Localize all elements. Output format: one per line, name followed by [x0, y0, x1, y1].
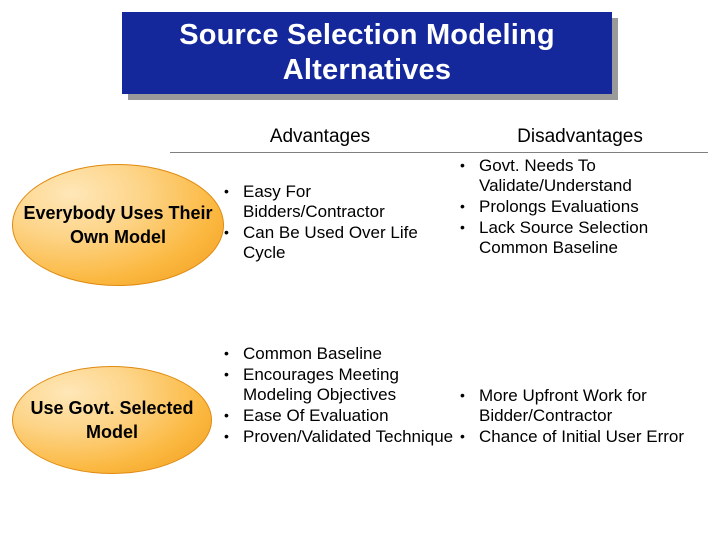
- title-banner: Source Selection Modeling Alternatives: [122, 12, 612, 94]
- list-item: Prolongs Evaluations: [458, 197, 714, 217]
- ellipse-label: Use Govt. Selected Model: [30, 397, 194, 442]
- list-item: Common Baseline: [222, 344, 458, 364]
- column-header-disadvantages: Disadvantages: [517, 126, 643, 147]
- list-item: Lack Source Selection Common Baseline: [458, 218, 714, 258]
- advantages-list-row-2: Common Baseline Encourages Meeting Model…: [222, 344, 458, 448]
- disadvantages-list-row-1: Govt. Needs To Validate/Understand Prolo…: [458, 156, 714, 259]
- column-header-advantages: Advantages: [269, 126, 371, 147]
- page-title: Source Selection Modeling Alternatives: [179, 18, 555, 86]
- list-item: Ease Of Evaluation: [222, 406, 458, 426]
- list-item: Can Be Used Over Life Cycle: [222, 223, 452, 263]
- ellipse-label: Everybody Uses Their Own Model: [23, 202, 213, 247]
- row-label-ellipse-use-govt-selected-model: Use Govt. Selected Model: [12, 366, 212, 474]
- list-item: Easy For Bidders/Contractor: [222, 182, 452, 222]
- list-item: More Upfront Work for Bidder/Contractor: [458, 386, 714, 426]
- advantages-list-row-1: Easy For Bidders/Contractor Can Be Used …: [222, 182, 452, 264]
- row-label-ellipse-everybody-uses-their-own-model: Everybody Uses Their Own Model: [12, 164, 224, 286]
- header-divider: [170, 152, 708, 153]
- list-item: Proven/Validated Technique: [222, 427, 458, 447]
- disadvantages-list-row-2: More Upfront Work for Bidder/Contractor …: [458, 386, 714, 448]
- list-item: Govt. Needs To Validate/Understand: [458, 156, 714, 196]
- list-item: Chance of Initial User Error: [458, 427, 714, 447]
- list-item: Encourages Meeting Modeling Objectives: [222, 365, 458, 405]
